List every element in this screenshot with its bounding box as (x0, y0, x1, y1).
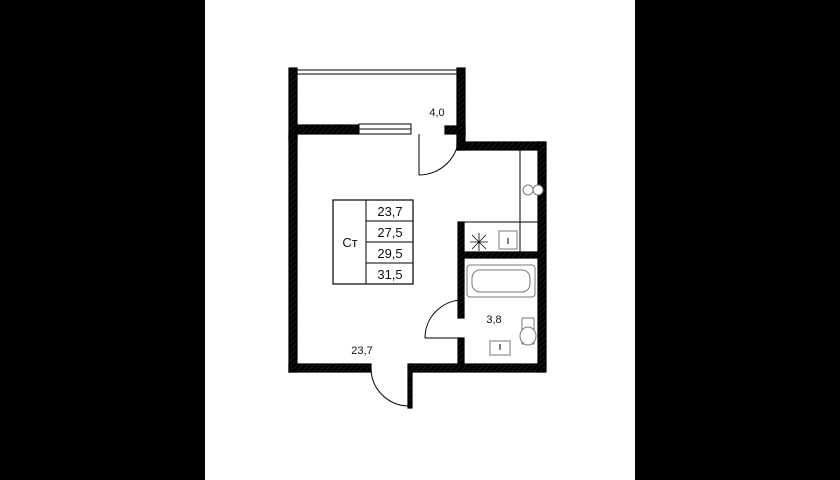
wall-bathroom-partition (457, 221, 465, 319)
wall-bottom-right (409, 363, 545, 373)
balcony-wall-left (288, 67, 298, 141)
toilet-icon (519, 317, 537, 346)
sink-icon (498, 230, 518, 250)
balcony-wall-bottom (296, 124, 360, 135)
apartment-walls (288, 133, 547, 373)
fan-icon (470, 233, 488, 251)
bathtub-icon (466, 264, 536, 298)
wall-top-right (456, 141, 545, 151)
balcony-wall-right (456, 67, 466, 135)
area-table-value: 27,5 (377, 225, 402, 240)
area-table: Ст 23,7 27,5 29,5 31,5 (332, 199, 414, 285)
balcony (288, 67, 466, 176)
stove-icon (522, 184, 544, 196)
door-swing-icon (370, 363, 413, 409)
floor-plan-svg: Ст 23,7 27,5 29,5 31,5 4,0 3,8 23,7 (288, 67, 547, 409)
area-table-value: 29,5 (377, 246, 402, 261)
wall-left (288, 133, 298, 373)
living-area-label: 23,7 (351, 345, 372, 357)
wall-bottom-left (288, 363, 372, 373)
bathroom-area-label: 3,8 (486, 314, 501, 326)
door-swing-icon (424, 299, 464, 339)
sink-icon (489, 340, 511, 356)
area-table-value: 23,7 (377, 204, 402, 219)
area-table-value: 31,5 (377, 267, 402, 282)
wall-right (537, 141, 547, 373)
door-swing-icon (418, 134, 460, 176)
kitchen-counter (464, 150, 544, 252)
floor-plan-canvas: Ст 23,7 27,5 29,5 31,5 4,0 3,8 23,7 (205, 0, 635, 480)
bathroom (424, 264, 537, 356)
balcony-area-label: 4,0 (429, 107, 444, 119)
room-type-label: Ст (342, 235, 357, 250)
wall-bathroom-top (463, 251, 539, 259)
